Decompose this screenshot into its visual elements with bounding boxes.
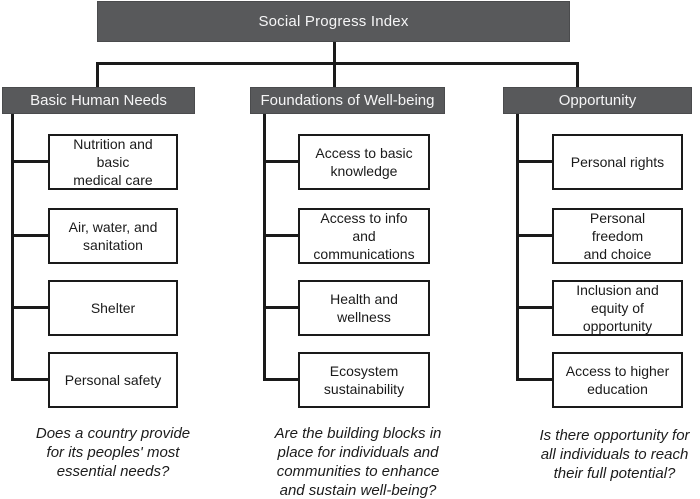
category-header-opportunity: Opportunity bbox=[503, 87, 692, 114]
component-box-nutrition-medical-care: Nutrition and basic medical care bbox=[48, 134, 178, 190]
component-box-personal-freedom-choice: Personal freedom and choice bbox=[552, 208, 683, 264]
category-header-label: Basic Human Needs bbox=[30, 92, 167, 109]
component-label: Ecosystem sustainability bbox=[323, 363, 405, 397]
connector-branch bbox=[516, 234, 552, 237]
connector-drop-center bbox=[333, 62, 336, 87]
component-box-shelter: Shelter bbox=[48, 280, 178, 336]
component-label: Personal safety bbox=[64, 372, 162, 388]
root-node: Social Progress Index bbox=[97, 1, 570, 42]
connector-trunk-col1 bbox=[11, 114, 14, 381]
component-box-basic-knowledge: Access to basic knowledge bbox=[298, 134, 430, 190]
component-label: Air, water, and sanitation bbox=[68, 219, 158, 253]
component-box-info-communications: Access to info and communications bbox=[298, 208, 430, 264]
question-opportunity: Is there opportunity for all individuals… bbox=[539, 427, 690, 482]
component-label: Access to higher education bbox=[565, 363, 670, 397]
connector-branch bbox=[11, 234, 48, 237]
component-label: Access to info and communications bbox=[313, 210, 415, 262]
connector-horizontal bbox=[96, 62, 579, 65]
connector-drop-right bbox=[576, 62, 579, 87]
component-label: Nutrition and basic medical care bbox=[73, 136, 153, 188]
component-box-health-wellness: Health and wellness bbox=[298, 280, 430, 336]
connector-branch bbox=[11, 160, 48, 163]
category-header-label: Foundations of Well-being bbox=[260, 92, 435, 109]
category-header-label: Opportunity bbox=[558, 92, 637, 109]
question-basic-human-needs: Does a country provide for its peoples' … bbox=[35, 425, 191, 480]
component-box-higher-education: Access to higher education bbox=[552, 352, 683, 408]
connector-root-stub bbox=[333, 42, 336, 63]
component-label: Health and wellness bbox=[330, 291, 398, 325]
component-label: Access to basic knowledge bbox=[315, 145, 413, 179]
component-box-personal-rights: Personal rights bbox=[552, 134, 683, 190]
component-label: Inclusion and equity of opportunity bbox=[576, 282, 659, 334]
connector-trunk-col2 bbox=[263, 114, 266, 381]
category-header-foundations-of-well-being: Foundations of Well-being bbox=[250, 87, 445, 114]
component-label: Personal freedom and choice bbox=[583, 210, 652, 262]
connector-branch bbox=[516, 306, 552, 309]
component-label: Shelter bbox=[90, 300, 136, 316]
component-label: Personal rights bbox=[570, 154, 665, 170]
connector-branch bbox=[11, 378, 48, 381]
question-foundations-of-well-being: Are the building blocks in place for ind… bbox=[274, 425, 442, 499]
connector-branch bbox=[263, 378, 298, 381]
category-header-basic-human-needs: Basic Human Needs bbox=[2, 87, 195, 114]
component-box-air-water-sanitation: Air, water, and sanitation bbox=[48, 208, 178, 264]
connector-branch bbox=[263, 234, 298, 237]
connector-branch bbox=[516, 160, 552, 163]
component-box-ecosystem-sustainability: Ecosystem sustainability bbox=[298, 352, 430, 408]
root-node-label: Social Progress Index bbox=[258, 13, 409, 30]
connector-branch bbox=[516, 378, 552, 381]
connector-drop-left bbox=[96, 62, 99, 87]
connector-branch bbox=[263, 160, 298, 163]
component-box-personal-safety: Personal safety bbox=[48, 352, 178, 408]
component-box-inclusion-equity: Inclusion and equity of opportunity bbox=[552, 280, 683, 336]
connector-trunk-col3 bbox=[516, 114, 519, 381]
connector-branch bbox=[263, 306, 298, 309]
connector-branch bbox=[11, 306, 48, 309]
